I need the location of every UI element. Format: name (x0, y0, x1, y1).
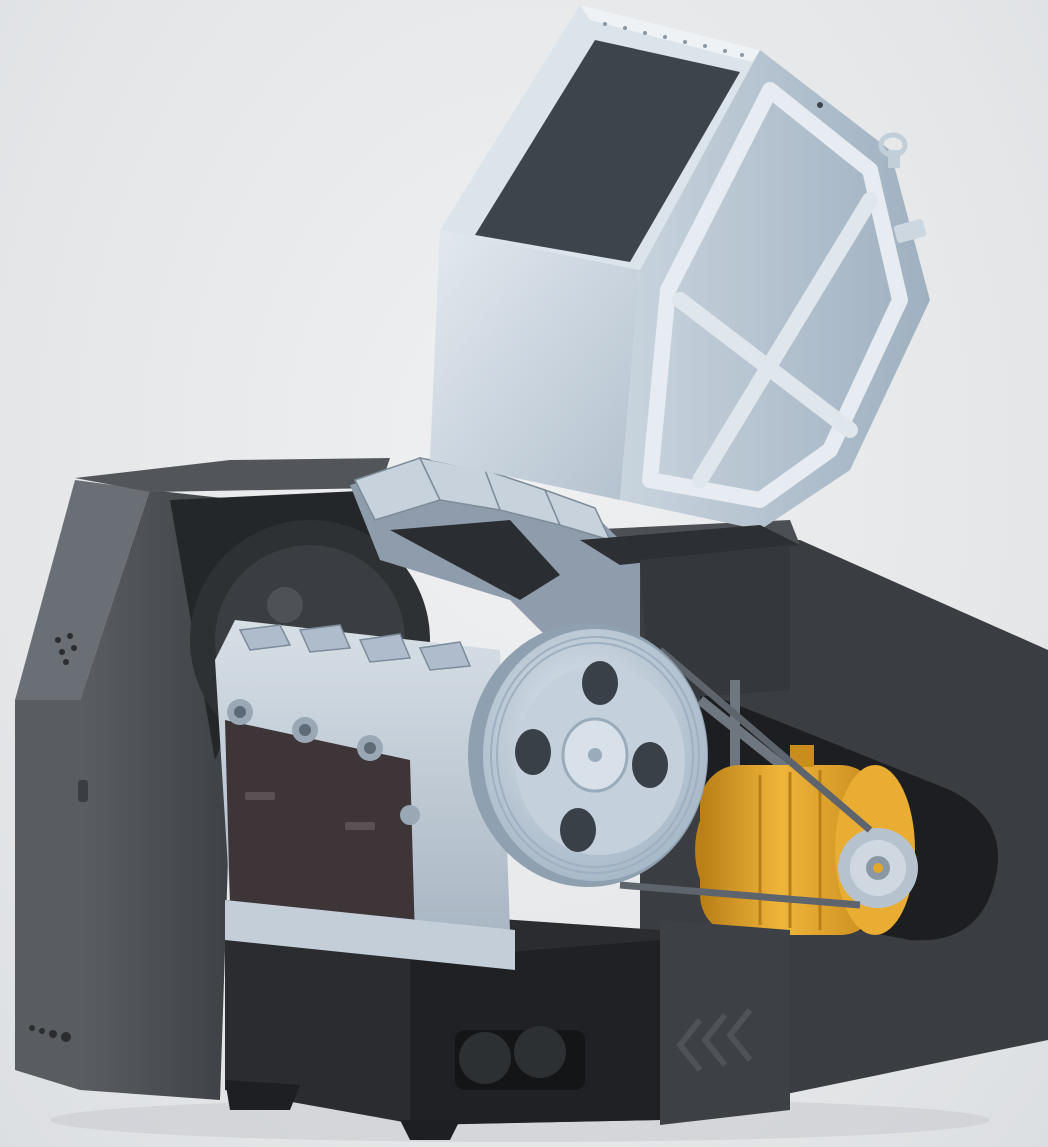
feed-comb (353, 456, 612, 542)
lifting-lug (878, 132, 908, 168)
base-foot-center (400, 1120, 460, 1140)
hopper-cross-brace (672, 192, 878, 488)
hopper-top-flange (580, 5, 760, 62)
base-cylinders (455, 1026, 585, 1090)
feed-throat-inner (390, 520, 560, 600)
left-housing-front (15, 700, 80, 1090)
pulley-shaft (588, 748, 602, 762)
pulley-grooves (490, 636, 700, 874)
flywheel-pulley (468, 623, 708, 887)
vent-holes (29, 633, 77, 1042)
right-door-panel (660, 920, 790, 1125)
base-foot-left (225, 1080, 300, 1110)
chamber-bolts (227, 699, 420, 825)
hopper-side-frame (642, 82, 908, 508)
rear-flywheel-hole (267, 587, 303, 623)
pulley-spoke-hole-bottom (560, 808, 596, 852)
door-handle (78, 780, 88, 802)
hopper-bolt-hole (817, 102, 823, 108)
flange-bolts (603, 22, 744, 57)
control-box-lid (580, 525, 800, 565)
pulley-spoke-hole-right (632, 742, 668, 788)
pulley-spoke-hole-left (515, 729, 551, 775)
door-chevrons (676, 1008, 753, 1072)
rotor-knives (238, 624, 472, 671)
hopper-opening (475, 40, 740, 262)
chamber-sill (225, 900, 515, 970)
pulley-spoke-hole-top (582, 661, 618, 705)
left-housing-panel (15, 480, 150, 700)
screen-slots (245, 792, 375, 830)
hopper-front-face (430, 230, 640, 500)
hopper-handle (893, 219, 927, 243)
screen-cradle (225, 720, 415, 940)
motor-pulley (838, 828, 918, 908)
motor-terminal-box (790, 745, 814, 767)
v-belts (619, 647, 873, 909)
hopper (430, 5, 930, 530)
left-housing-top (75, 458, 390, 492)
